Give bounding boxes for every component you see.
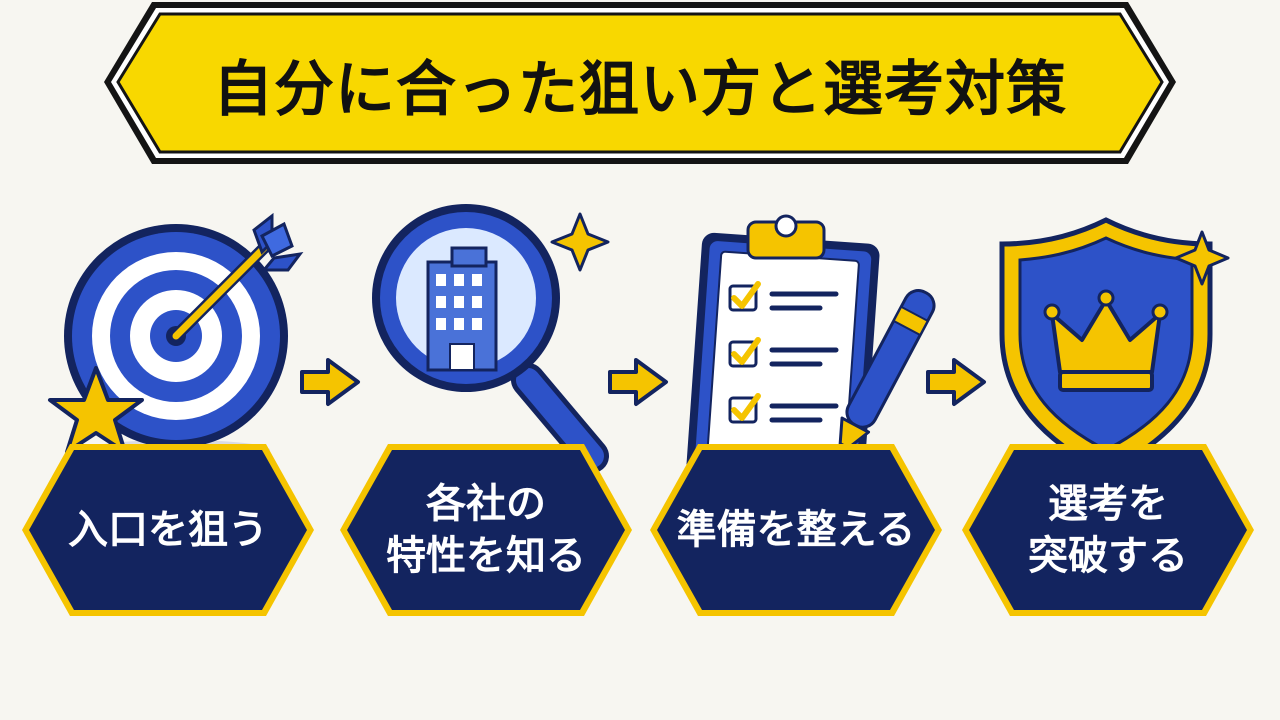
target-icon xyxy=(36,208,316,478)
arrow-right-icon xyxy=(924,356,988,412)
arrow-right-icon xyxy=(606,356,670,412)
shield-crown-icon xyxy=(996,214,1236,478)
step-label-4: 選考を 突破する xyxy=(1028,481,1188,579)
step-label-1: 入口を狙う xyxy=(68,507,268,553)
step-plate-4: 選考を 突破する xyxy=(958,442,1258,618)
title-banner: 自分に合った狙い方と選考対策 xyxy=(0,0,1280,170)
step-plate-2: 各社の 特性を知る xyxy=(336,442,636,618)
magnifier-building-icon xyxy=(370,200,620,480)
clipboard-checklist-icon xyxy=(676,204,936,494)
page-title: 自分に合った狙い方と選考対策 xyxy=(213,54,1067,125)
arrow-right-icon xyxy=(298,356,362,412)
step-plate-1: 入口を狙う xyxy=(18,442,318,618)
step-plate-3: 準備を整える xyxy=(646,442,946,618)
step-label-2: 各社の 特性を知る xyxy=(386,481,586,579)
step-label-3: 準備を整える xyxy=(676,507,916,553)
